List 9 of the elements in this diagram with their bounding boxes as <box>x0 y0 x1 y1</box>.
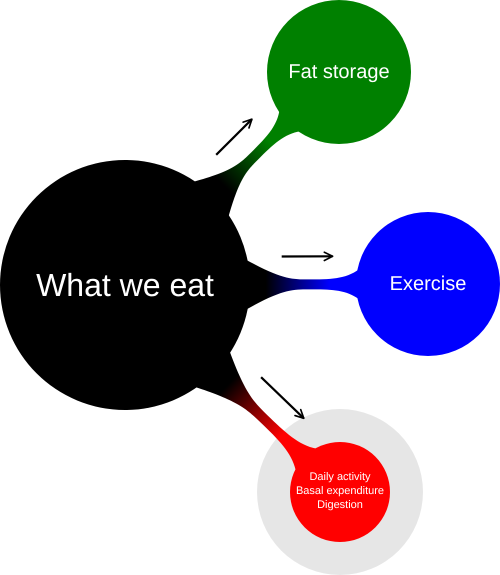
connector-arrow <box>193 110 301 218</box>
connector-arrow <box>246 251 359 310</box>
topic-label: What we eat <box>36 266 214 305</box>
list-item-text: Daily activity <box>309 471 371 486</box>
list-item-text: Digestion <box>317 498 363 513</box>
connector-arrow <box>194 350 316 470</box>
subtopic-label: Exercise <box>390 272 466 296</box>
subtopic-label: Fat storage <box>288 60 390 84</box>
list-item-text: Basal expenditure <box>296 485 384 499</box>
